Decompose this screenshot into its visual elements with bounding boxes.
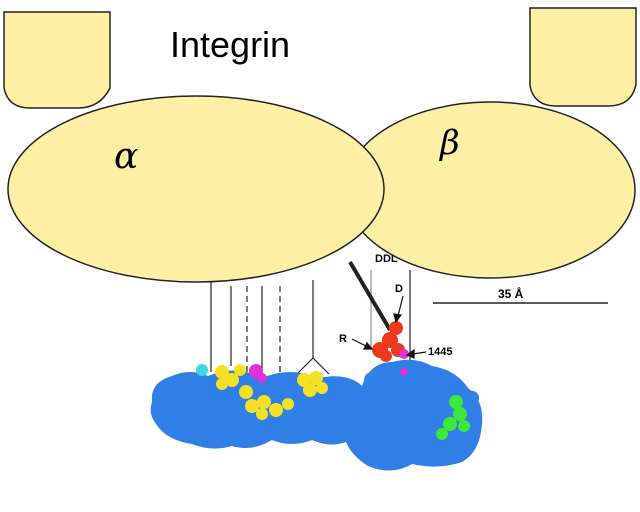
protein-molecule — [150, 359, 483, 471]
beta-connector-lines — [348, 260, 411, 360]
annotation-arrows — [351, 295, 427, 359]
scale-bar-label: 35 Å — [498, 286, 524, 301]
magenta-residue-beta — [399, 349, 409, 376]
residue-1445-label: 1445 — [428, 346, 452, 358]
beta-subunit — [344, 101, 636, 279]
alpha-subunit — [7, 95, 385, 283]
green-residues — [436, 395, 470, 440]
diagram-title: Integrin — [170, 24, 290, 65]
red-residues — [372, 321, 405, 362]
alpha-connector-lines — [210, 280, 330, 398]
r-label: R — [339, 333, 347, 345]
beta-label: β — [438, 123, 460, 163]
yellow-residues — [215, 364, 328, 420]
ddl-label: DDL — [375, 253, 398, 265]
d-label: D — [395, 283, 403, 295]
ddl-bond — [348, 260, 392, 332]
alpha-label: α — [114, 136, 138, 177]
beta-stalk — [529, 7, 637, 107]
cyan-residue — [196, 364, 208, 376]
alpha-stalk — [3, 11, 111, 109]
magenta-residue-alpha — [249, 364, 267, 383]
